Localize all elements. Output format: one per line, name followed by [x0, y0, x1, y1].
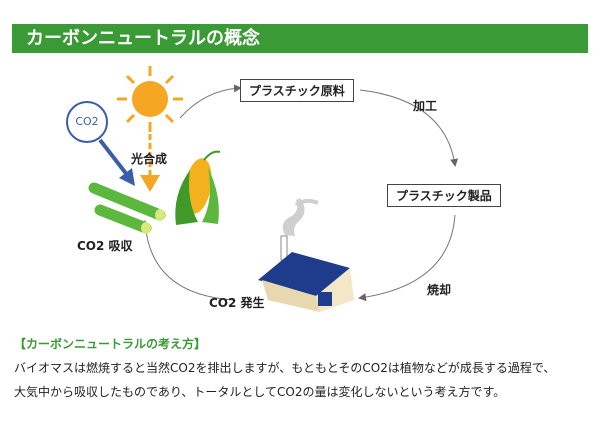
page-title: カーボンニュートラルの概念	[12, 24, 588, 53]
incineration-label: 焼却	[427, 283, 452, 297]
plant-stalks-icon	[88, 182, 166, 234]
processing-label: 加工	[413, 99, 438, 113]
corn-icon	[175, 150, 221, 225]
concept-body: バイオマスは燃焼すると当然CO2を排出しますが、もともとそのCO2は植物などが成…	[14, 356, 589, 404]
arrow-emission	[141, 220, 236, 301]
co2-absorption-label: CO2 吸収	[77, 239, 133, 253]
concept-line-2: 大気中から吸収したものであり、トータルとしてCO2の量は変化しないという考え方で…	[14, 385, 506, 399]
co2-emission-label: CO2 発生	[209, 296, 265, 310]
smoke-icon	[282, 198, 319, 236]
plastic-raw-label: プラスチック原料	[240, 79, 354, 102]
concept-heading: 【カーボンニュートラルの考え方】	[14, 337, 207, 351]
photosynthesis-label: 光合成	[131, 152, 168, 166]
arrow-incineration	[358, 214, 456, 302]
co2-bubble: CO2	[66, 101, 108, 143]
concept-line-1: バイオマスは燃焼すると当然CO2を排出しますが、もともとそのCO2は植物などが成…	[14, 361, 556, 375]
co2-absorb-arrow	[98, 138, 135, 186]
arrow-processing	[359, 89, 459, 167]
sun-icon	[117, 66, 183, 132]
plastic-product-label: プラスチック製品	[387, 184, 501, 207]
arrow-to-raw	[179, 84, 242, 119]
photosynthesis-arrow	[140, 125, 160, 192]
house-icon	[258, 235, 354, 312]
